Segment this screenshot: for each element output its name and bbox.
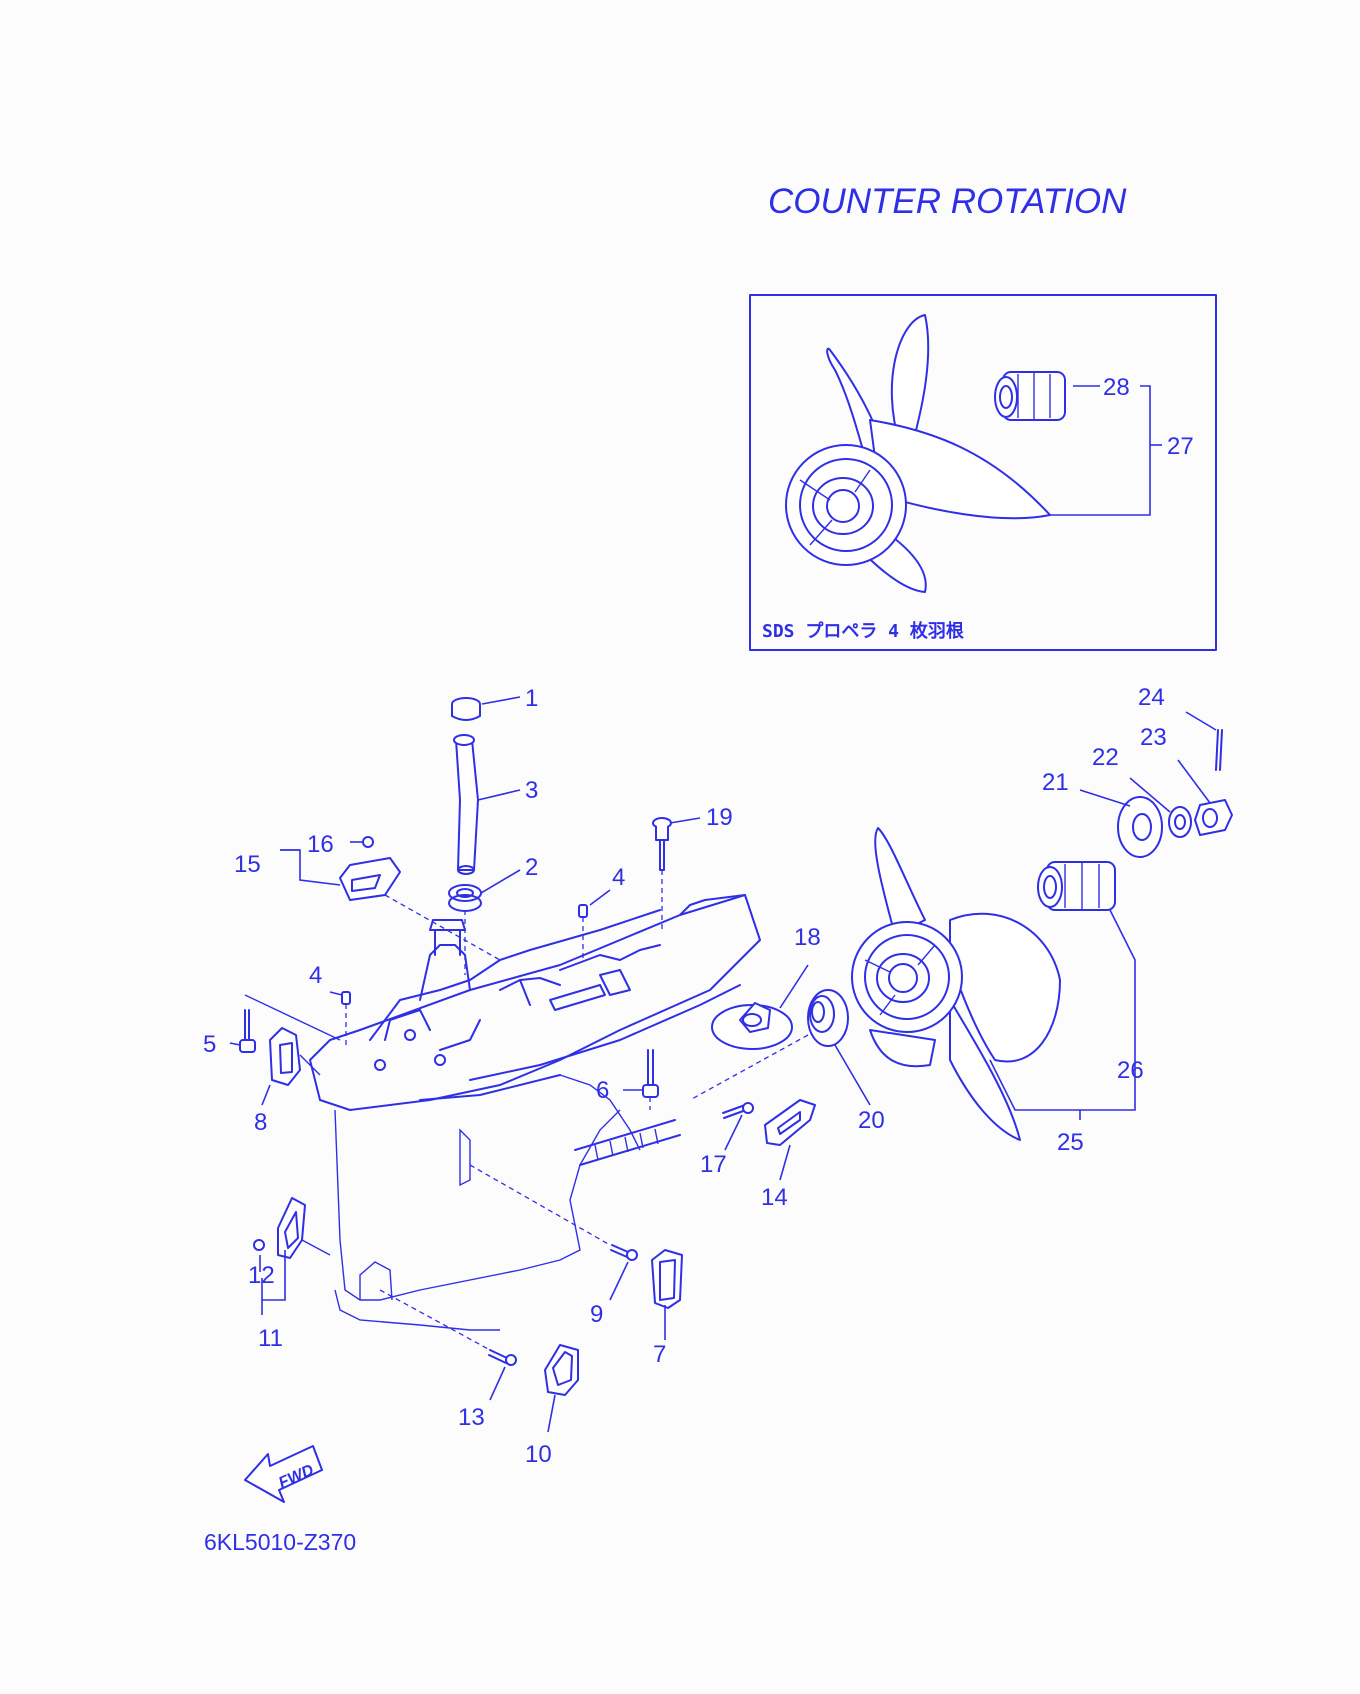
callout-24: 24 (1138, 684, 1165, 711)
callout-27: 27 (1167, 433, 1194, 460)
callout-3: 3 (525, 777, 538, 804)
inset-propeller (785, 314, 1051, 593)
part-15-anode (339, 857, 401, 901)
callout-10: 10 (525, 1441, 552, 1468)
gear-case-housing (309, 894, 761, 1331)
part-19-bolt (652, 817, 672, 871)
callout-28: 28 (1103, 374, 1130, 401)
callout-25: 25 (1057, 1129, 1084, 1156)
part-1-grommet (451, 697, 481, 721)
part-17-bolt (722, 1102, 754, 1119)
diagram-title: COUNTER ROTATION (768, 182, 1127, 221)
callout-4-lower: 4 (309, 962, 322, 989)
part-21-spacer (1117, 796, 1163, 858)
part-23-nut (1194, 799, 1233, 836)
part-9-bolt (610, 1244, 638, 1261)
callout-1: 1 (525, 685, 538, 712)
part-2-grommet (448, 884, 482, 912)
part-5-bolt (239, 1009, 256, 1053)
callout-20: 20 (858, 1107, 885, 1134)
part-3-water-tube (453, 734, 479, 875)
part-13-bolt (488, 1349, 517, 1366)
callout-14: 14 (761, 1184, 788, 1211)
inset-caption: SDS プロペラ 4 枚羽根 (762, 620, 964, 642)
part-7-anode (651, 1249, 683, 1309)
callout-16: 16 (307, 831, 334, 858)
callout-6: 6 (596, 1077, 609, 1104)
leader-lines (229, 696, 1217, 1433)
callout-21: 21 (1042, 769, 1069, 796)
part-11-anode (277, 1197, 306, 1259)
callout-19: 19 (706, 804, 733, 831)
callout-4-upper: 4 (612, 864, 625, 891)
callout-17: 17 (700, 1151, 727, 1178)
part-16-bolt (362, 836, 374, 848)
part-12-bolt (253, 1239, 265, 1251)
callout-15: 15 (234, 851, 261, 878)
callout-26: 26 (1117, 1057, 1144, 1084)
callout-7: 7 (653, 1341, 666, 1368)
part-24-cotter-pin (1215, 729, 1223, 771)
part-26-bushing (1037, 861, 1116, 911)
inset-bushing (994, 371, 1066, 421)
callout-8: 8 (254, 1109, 267, 1136)
part-22-washer (1168, 806, 1192, 838)
callout-2: 2 (525, 854, 538, 881)
part-10-anode (544, 1344, 579, 1396)
inset-box: 28 27 SDS プロペラ 4 枚羽根 (749, 294, 1217, 651)
part-4-dowel-lower (341, 991, 351, 1005)
callout-18: 18 (794, 924, 821, 951)
part-8-anode (269, 1027, 301, 1086)
callout-23: 23 (1140, 724, 1167, 751)
part-14-anode (764, 1099, 816, 1146)
diagram-code: 6KL5010-Z370 (204, 1529, 356, 1555)
part-6-bolt (642, 1049, 659, 1098)
callout-13: 13 (458, 1404, 485, 1431)
part-18-spacer (711, 1002, 793, 1050)
fwd-arrow-icon: FWD (244, 1445, 323, 1503)
part-20-thrust-washer (807, 989, 849, 1047)
callout-22: 22 (1092, 744, 1119, 771)
part-4-dowel-upper (578, 904, 588, 918)
callout-11: 11 (258, 1325, 283, 1352)
part-25-propeller (851, 827, 1061, 1141)
callout-9: 9 (590, 1301, 603, 1328)
callout-12: 12 (248, 1262, 275, 1289)
callout-5: 5 (203, 1031, 216, 1058)
